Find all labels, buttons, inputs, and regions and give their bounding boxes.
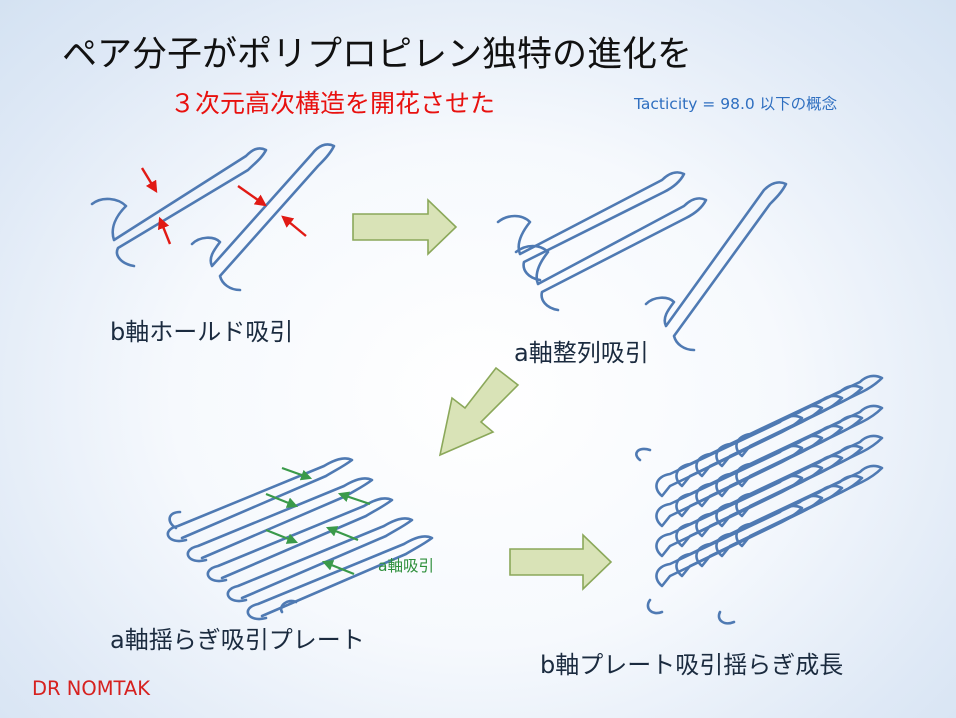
- caption-a-axis-align: a軸整列吸引: [514, 339, 649, 367]
- a-axis-attraction-label: a軸吸引: [378, 557, 434, 575]
- author-credit: DR NOMTAK: [32, 677, 151, 700]
- stage3-plate-molecules: [166, 457, 434, 621]
- caption-a-axis-sway-plate: a軸揺らぎ吸引プレート: [110, 626, 365, 654]
- stage2-aligned-molecules: [496, 171, 788, 352]
- green-attraction-arrow-icon: [325, 526, 359, 542]
- slide-subtitle: ３次元高次構造を開花させた: [170, 89, 496, 118]
- red-pinch-arrow-icon: [237, 185, 267, 207]
- green-attraction-arrow-icon: [281, 466, 313, 481]
- slide-title: ペア分子がポリプロピレン独特の進化を: [62, 35, 693, 75]
- red-pinch-arrow-icon: [281, 215, 307, 237]
- block-arrow-icon: [438, 366, 520, 457]
- red-pinch-arrow-icon: [140, 167, 158, 194]
- caption-b-axis-plate-growth: b軸プレート吸引揺らぎ成長: [540, 651, 844, 679]
- block-arrow-icon: [352, 198, 458, 256]
- stage1-molecule-left: [90, 147, 268, 268]
- b-axis-hold-arrows: [140, 167, 307, 245]
- green-attraction-arrow-icon: [321, 560, 355, 576]
- tacticity-note: Tacticity = 98.0 以下の概念: [634, 95, 838, 113]
- caption-b-axis-hold: b軸ホールド吸引: [110, 318, 294, 346]
- stage1-molecule-pair: [90, 143, 336, 292]
- stage1-molecule-right: [190, 143, 336, 292]
- red-pinch-arrow-icon: [157, 216, 172, 245]
- block-arrow-icon: [509, 533, 613, 591]
- green-attraction-arrow-icon: [337, 491, 371, 506]
- stage4-plate-stack: [635, 374, 884, 625]
- green-attraction-arrow-icon: [265, 528, 299, 544]
- green-attraction-arrow-icon: [265, 492, 299, 508]
- a-axis-attraction-arrows: [265, 466, 371, 576]
